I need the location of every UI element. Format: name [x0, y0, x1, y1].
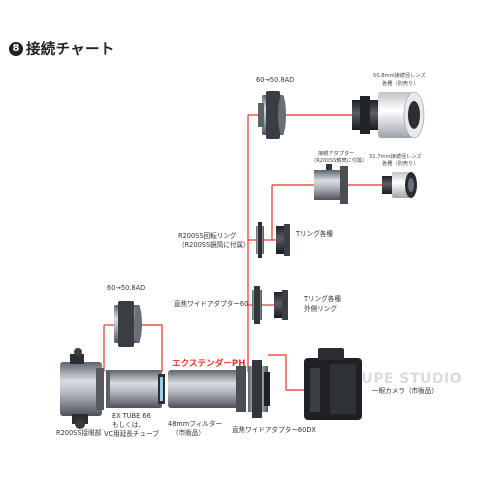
lens-50-label-1: 50.8mm接続径レンズ [373, 71, 426, 79]
ex-tube-label-2: もしくは、 [112, 421, 145, 429]
extender-part [168, 366, 246, 412]
watermark-text: LOUPE STUDIO [340, 371, 462, 387]
adapter-31-label-2: （R200SS鏡筒に付属） [311, 156, 367, 164]
ring-label-2: （R200SS鏡筒に付属） [178, 240, 250, 249]
ex-tube-part [106, 370, 162, 408]
left-adapter-label: 60→50.8AD [107, 284, 145, 292]
connector-left-join [140, 324, 163, 372]
tring-outer-label-2: 外側リング [304, 304, 337, 313]
ex-tube-label-3: VC用延長チューブ [104, 429, 159, 438]
t-ring-outer-part [274, 290, 288, 320]
wide-adapter-60dx-part [248, 360, 270, 418]
top-adapter-part [258, 91, 286, 139]
tring-label: Tリング各種 [295, 229, 333, 238]
ring-label-1: R200SS回転リング [178, 231, 237, 240]
wide60dx-label: 直焦ワイドアダプター60DX [232, 425, 316, 434]
extender-label: エクステンダーPH [172, 357, 245, 369]
lens-31-label-1: 31.7mm接続径レンズ [369, 152, 422, 160]
ex-tube-label-1: EX TUBE 66 [112, 412, 151, 420]
wide60-label: 直焦ワイドアダプター60 [174, 299, 248, 308]
t-ring-part [276, 224, 290, 256]
title-text: 接続チャート [26, 42, 115, 58]
wide-adapter-60-part [252, 286, 262, 324]
filter-label-2: （市販品） [172, 428, 205, 437]
chart-title: 8 接続チャート [9, 38, 115, 59]
rotation-ring-part [256, 222, 264, 258]
camera-label: 一眼カメラ（市販品） [372, 386, 438, 395]
top-adapter-label: 60→50.8AD [256, 76, 294, 84]
lens-50-part [352, 91, 425, 139]
lens-50-label-2: 各種（別売り） [382, 79, 418, 87]
lens-31-label-2: 各種（別売り） [382, 159, 418, 167]
focuser-label: R200SS接眼部 [56, 428, 102, 437]
lens-31-part [382, 172, 417, 198]
tring-outer-label-1: Tリング各種 [303, 294, 341, 303]
focuser-part [60, 348, 104, 429]
connector-camera-link [268, 354, 304, 391]
filter-label-1: 48mmフィルター [168, 419, 222, 428]
adapter-31-label-1: 接眼アダプター [318, 149, 354, 157]
title-number-badge: 8 [9, 41, 23, 56]
eyepiece-adapter-part [314, 164, 348, 204]
camera-part [304, 348, 362, 420]
filter-part [158, 374, 165, 404]
left-adapter-part [114, 301, 142, 347]
